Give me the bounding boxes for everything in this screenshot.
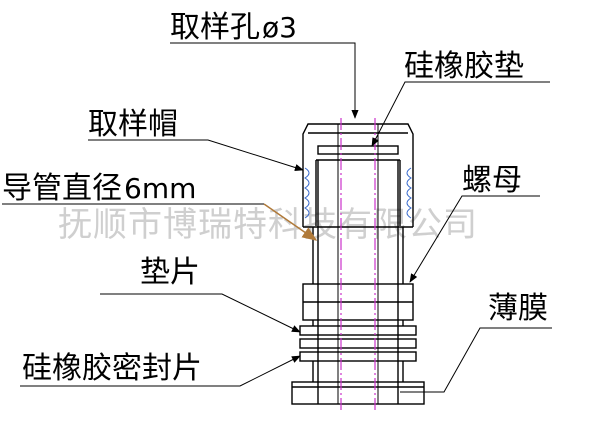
label-washer: 垫片: [140, 255, 200, 290]
silicone-seal-shape: [299, 338, 417, 349]
label-sampling-hole-size: ø3: [262, 11, 297, 44]
label-silicone-seal: 硅橡胶密封片: [22, 351, 202, 386]
base-flange-shape: [291, 381, 425, 405]
tube-diameter-arrow: [263, 203, 318, 241]
label-tube-diameter-value: 6mm: [124, 172, 196, 205]
silicone-gasket-shape: [317, 145, 399, 155]
center-lines: [340, 118, 376, 412]
label-sampling-cap: 取样帽: [88, 107, 178, 142]
watermark-text: 抚顺市博瑞特科技有限公司: [58, 205, 478, 245]
label-silicone-gasket: 硅橡胶垫: [404, 49, 524, 84]
label-sampling-hole: 取样孔: [170, 10, 260, 45]
thread-hatch: [304, 167, 412, 219]
label-membrane: 薄膜: [488, 291, 548, 326]
sampling-cap-outline: [302, 123, 414, 227]
label-nut: 螺母: [462, 163, 522, 198]
assembly-drawing: [291, 123, 425, 405]
leader-lines: [2, 42, 552, 393]
label-tube-diameter: 导管直径: [2, 171, 122, 206]
